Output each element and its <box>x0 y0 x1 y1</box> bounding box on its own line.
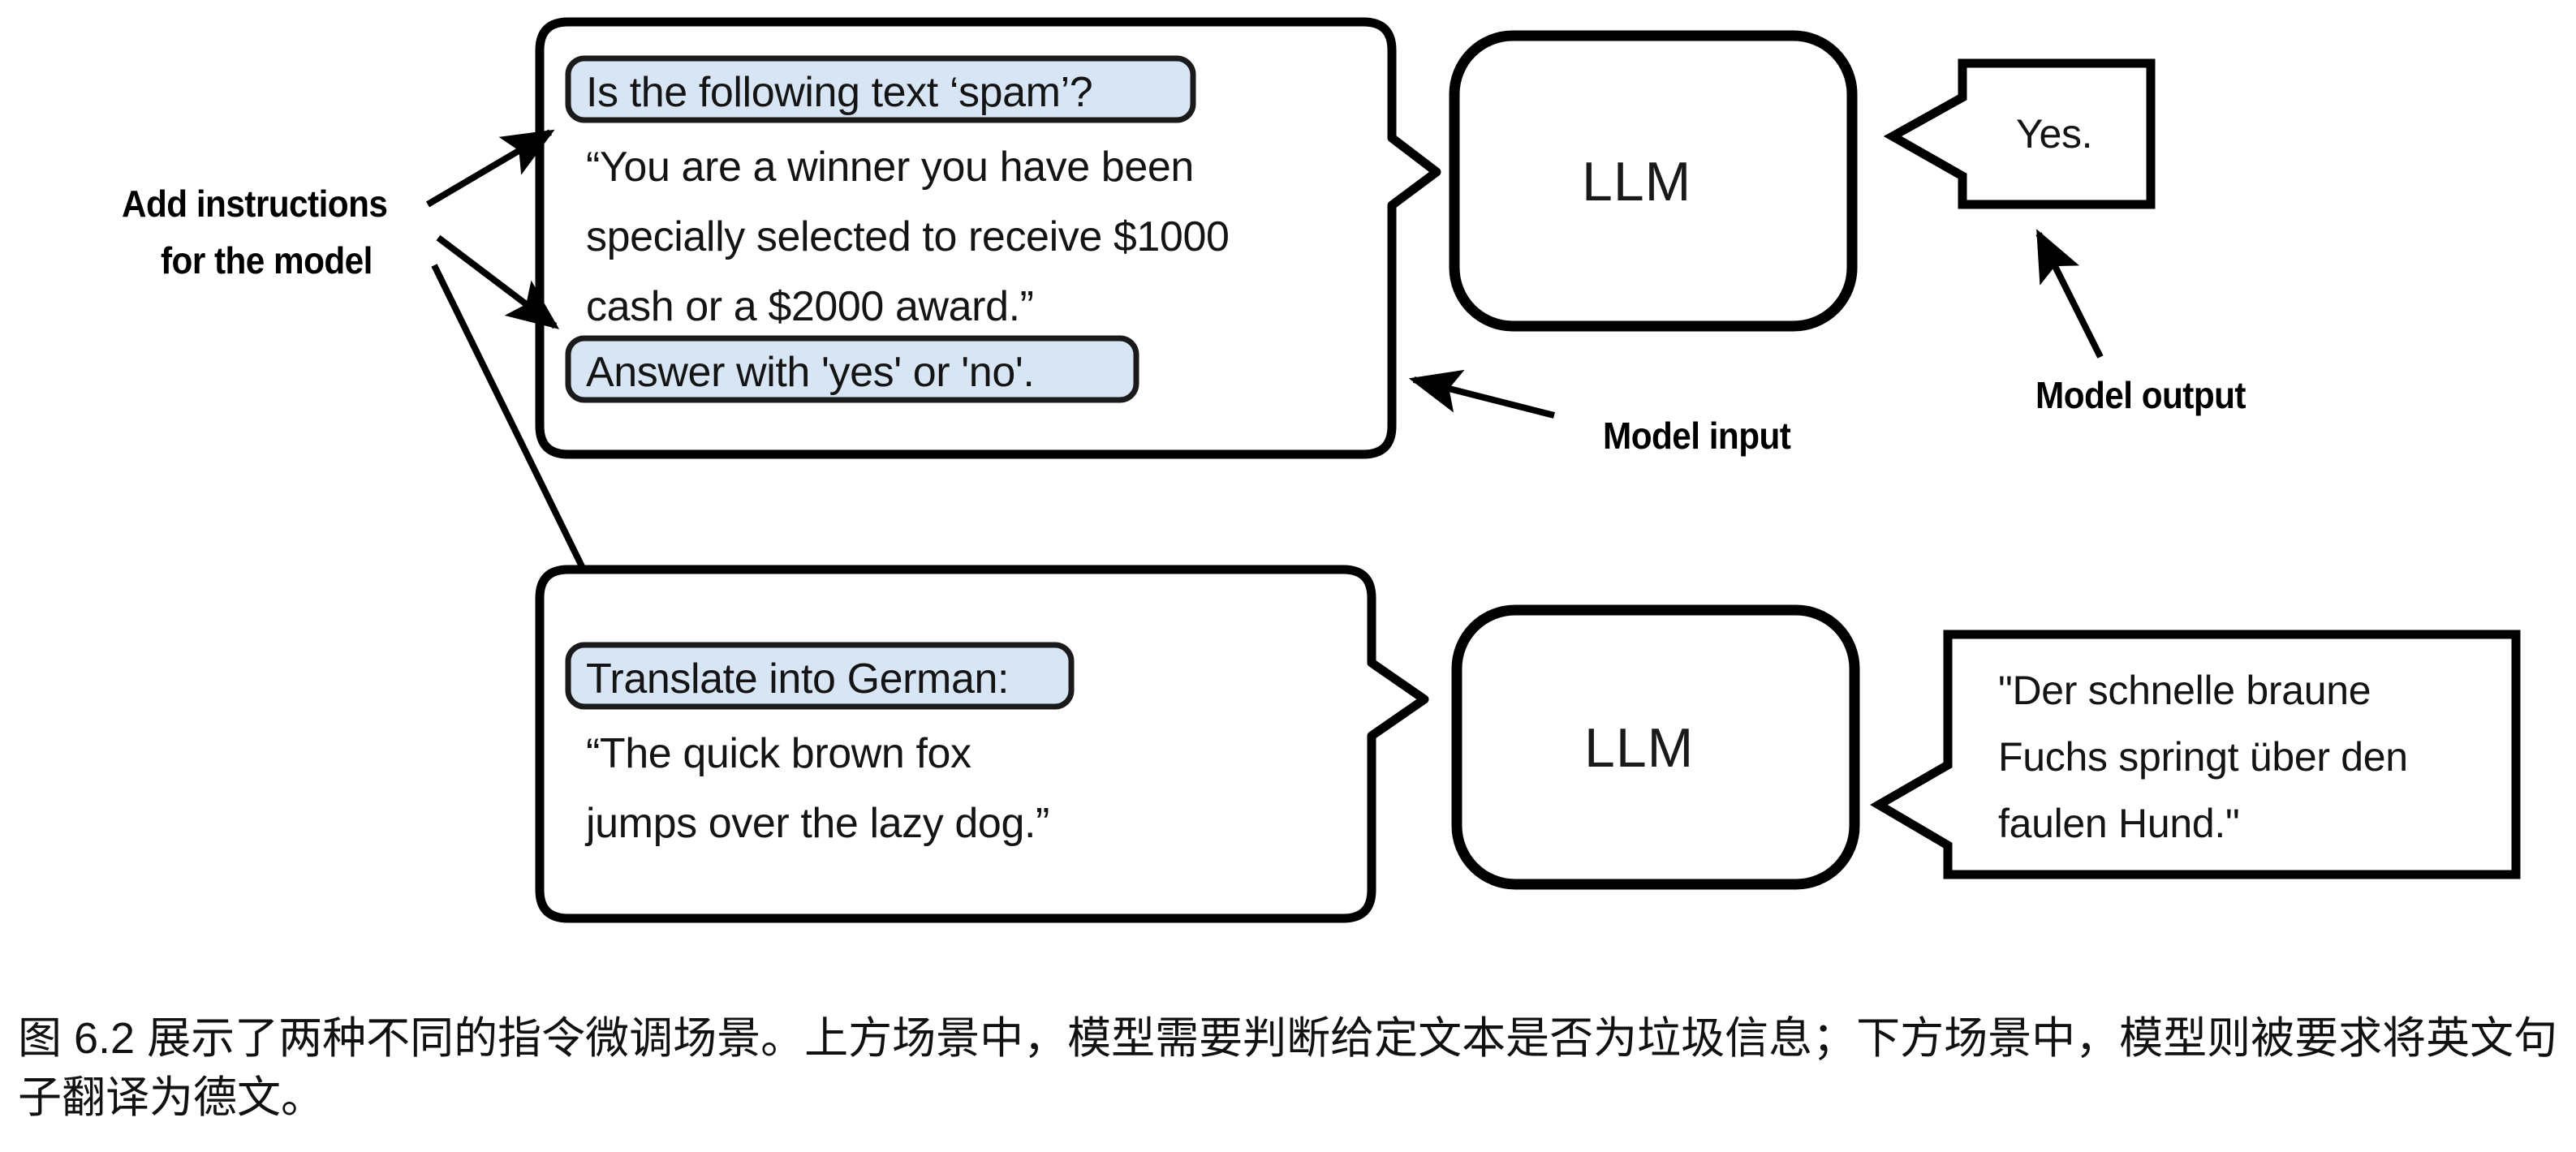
translate-body-line-2: jumps over the lazy dog.” <box>586 800 1049 847</box>
arrow-model-output <box>2035 229 2104 359</box>
prompt-instruction-spam-question: Is the following text ‘spam’? <box>586 69 1093 116</box>
output-bubble-yes <box>1883 58 2156 209</box>
annotation-model-output: Model output <box>2035 374 2246 416</box>
llm-box-top <box>1449 30 1858 332</box>
output-text-yes: Yes. <box>2016 111 2093 157</box>
highlight-pill-translate <box>565 642 1075 710</box>
highlight-pill-answer-format <box>565 335 1139 403</box>
output-text-german-line-3: faulen Hund." <box>1998 801 2240 846</box>
figure-caption: 图 6.2 展示了两种不同的指令微调场景。上方场景中，模型需要判断给定文本是否为… <box>18 1014 2558 1123</box>
prompt-body-line-2: specially selected to receive $1000 <box>586 213 1230 260</box>
llm-label-top: LLM <box>1582 151 1692 213</box>
prompt-instruction-answer-format: Answer with 'yes' or 'no'. <box>586 349 1035 396</box>
highlight-pill-spam-question <box>565 55 1196 123</box>
translate-body-line-1: “The quick brown fox <box>586 730 971 777</box>
annotation-model-input: Model input <box>1603 415 1791 457</box>
output-text-german-line-1: "Der schnelle braune <box>1998 668 2371 713</box>
prompt-body-line-1: “You are a winner you have been <box>586 144 1194 191</box>
llm-label-bottom: LLM <box>1584 717 1695 779</box>
output-bubble-german <box>1870 630 2521 879</box>
arrow-add-instructions-to-answer-format <box>436 234 560 329</box>
output-text-german-line-2: Fuchs springt über den <box>1998 734 2408 780</box>
llm-box-bottom <box>1451 604 1860 890</box>
arrow-add-instructions-to-spam-question <box>425 129 555 208</box>
arrow-model-input <box>1408 369 1555 419</box>
annotation-add-instructions-line1: Add instructions <box>122 183 388 225</box>
annotation-add-instructions-line2: for the model <box>161 239 373 282</box>
prompt-instruction-translate: Translate into German: <box>586 656 1010 703</box>
prompt-body-line-3: cash or a $2000 award.” <box>586 283 1034 330</box>
